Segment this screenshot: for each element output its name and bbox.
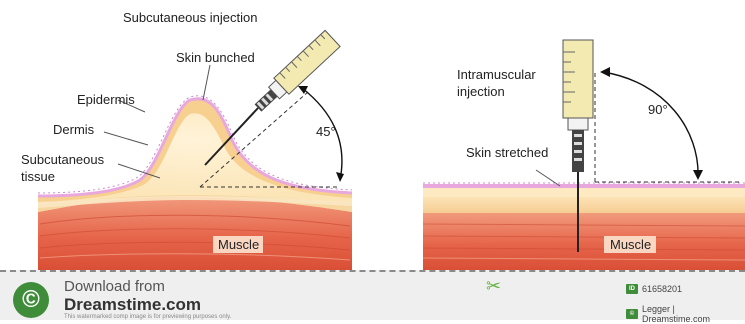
epidermis-label: Epidermis [77, 92, 135, 107]
subcutaneous-band-right [423, 197, 745, 213]
dermis-label: Dermis [53, 122, 95, 137]
subcutaneous-tissue-label-2: tissue [21, 169, 55, 184]
image-id-row: ID 61658201 [626, 284, 682, 294]
muscle-label-left: Muscle [218, 237, 259, 252]
muscle-layer-left [38, 197, 352, 270]
dermis-band-right [423, 188, 745, 197]
muscle-layer-right [423, 213, 745, 270]
angle-90-label: 90° [648, 102, 668, 117]
brand-name[interactable]: Dreamstime.com [64, 295, 201, 315]
dreamstime-logo-icon: © [13, 282, 49, 318]
intramuscular-title-2: injection [457, 84, 505, 99]
intramuscular-panel: Intramuscular injection Skin stretched 9… [423, 40, 745, 270]
angle-45-label: 45° [316, 124, 336, 139]
muscle-label-right: Muscle [610, 237, 651, 252]
subcutaneous-panel: Subcutaneous injection Skin bunched Epid… [21, 10, 352, 270]
author-credit[interactable]: Legger | Dreamstime.com [642, 304, 745, 324]
epidermis-band-right [423, 184, 745, 188]
intramuscular-title-1: Intramuscular [457, 67, 536, 82]
author-badge-icon: © [626, 309, 638, 319]
subcutaneous-tissue-label-1: Subcutaneous [21, 152, 105, 167]
image-id: 61658201 [642, 284, 682, 294]
download-from-text: Download from [64, 278, 165, 295]
injection-diagram: Subcutaneous injection Skin bunched Epid… [0, 0, 745, 270]
watermark-footer: © Download from Dreamstime.com This wate… [0, 270, 745, 320]
id-badge-icon: ID [626, 284, 638, 294]
credit-row: © Legger | Dreamstime.com [626, 304, 745, 324]
watermark-disclaimer: This watermarked comp image is for previ… [64, 314, 231, 320]
skin-bunched-label: Skin bunched [176, 50, 255, 65]
scissors-icon: ✂ [486, 276, 501, 297]
angle-90-guide [595, 67, 740, 182]
skin-stretched-label: Skin stretched [466, 145, 548, 160]
subcutaneous-title: Subcutaneous injection [123, 10, 257, 25]
